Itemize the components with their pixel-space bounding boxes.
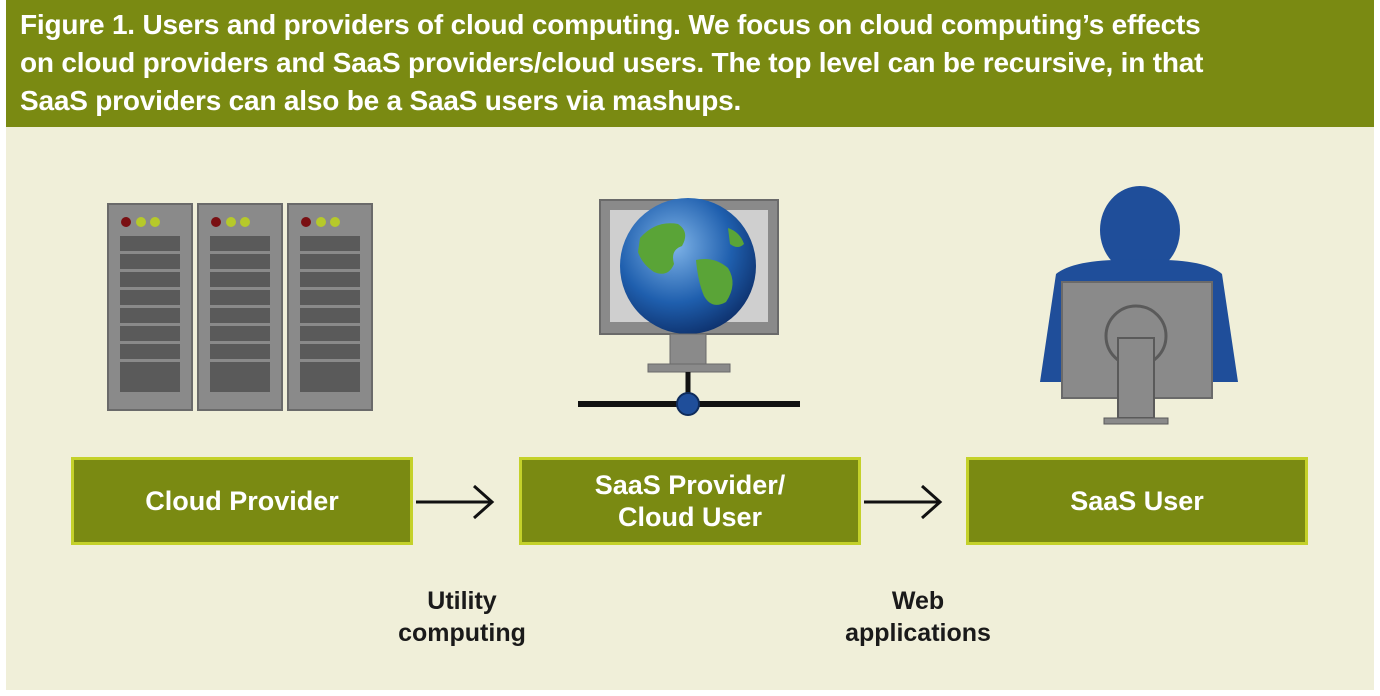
saas-user-label: SaaS User bbox=[1070, 486, 1204, 516]
networked-computer-globe-icon bbox=[578, 198, 800, 416]
cloud-provider-box: Cloud Provider bbox=[71, 457, 413, 545]
saas-provider-label-line1: SaaS Provider/ bbox=[594, 470, 786, 500]
web-applications-label: Web applications bbox=[808, 585, 1028, 649]
arrow-utility bbox=[416, 484, 495, 520]
user-at-computer-icon bbox=[1040, 186, 1238, 425]
utility-label-line1: Utility bbox=[427, 587, 497, 615]
arrow-web bbox=[864, 484, 943, 520]
caption-line-1: Figure 1. Users and providers of cloud c… bbox=[20, 9, 1201, 40]
web-label-line1: Web bbox=[891, 587, 945, 615]
saas-provider-label-line2: Cloud User bbox=[617, 502, 762, 532]
saas-provider-box: SaaS Provider/ Cloud User bbox=[519, 457, 861, 545]
cloud-provider-label: Cloud Provider bbox=[145, 486, 339, 516]
server-rack-icon bbox=[107, 203, 373, 411]
figure-caption: Figure 1. Users and providers of cloud c… bbox=[6, 0, 1374, 127]
caption-line-3: SaaS providers can also be a SaaS users … bbox=[20, 85, 742, 116]
web-label-line2: applications bbox=[845, 619, 991, 647]
utility-label-line2: computing bbox=[398, 619, 526, 647]
utility-computing-label: Utility computing bbox=[352, 585, 572, 649]
caption-line-2: on cloud providers and SaaS providers/cl… bbox=[20, 47, 1204, 78]
saas-user-box: SaaS User bbox=[966, 457, 1308, 545]
